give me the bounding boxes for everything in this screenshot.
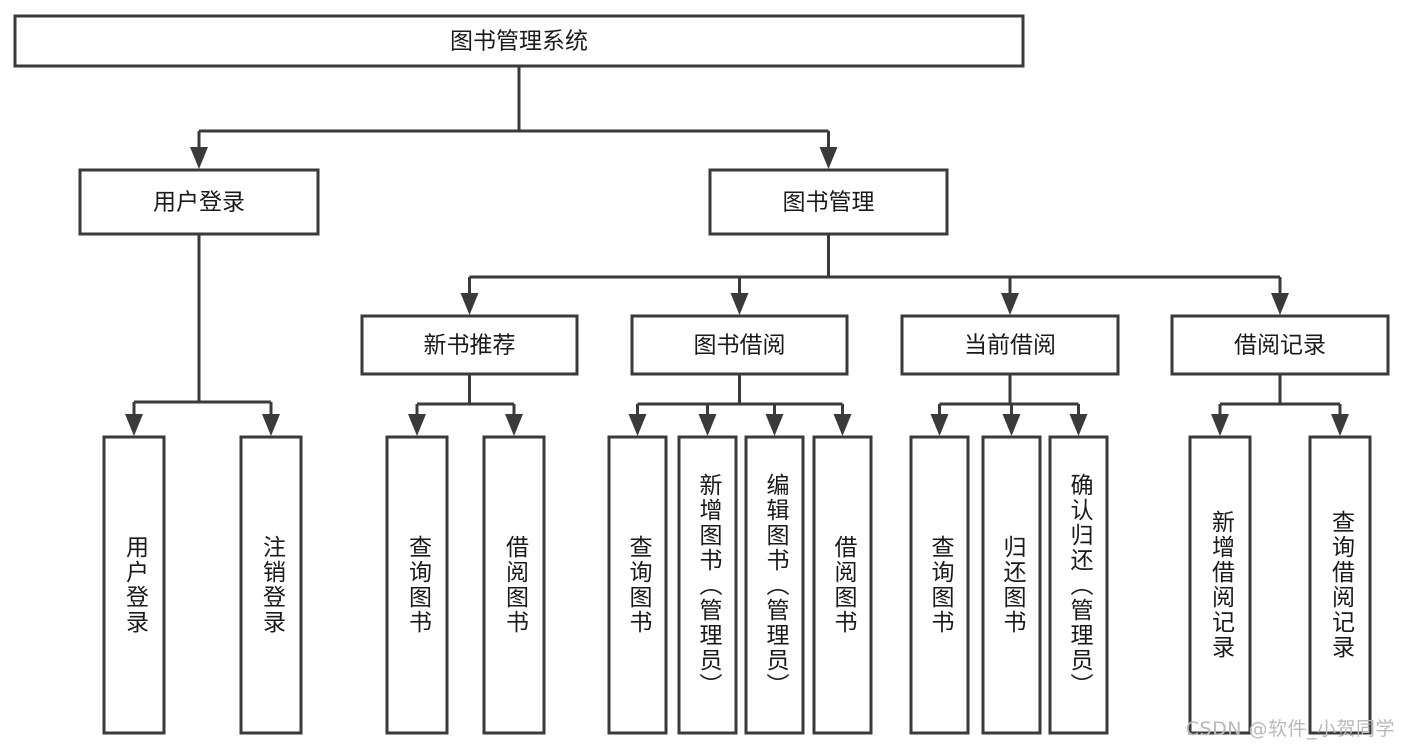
node-box-new-book-recommend[interactable]: [360, 314, 579, 376]
node-box-user-login[interactable]: [78, 168, 320, 236]
node-box-leaf-confirm-return[interactable]: [1048, 435, 1109, 735]
watermark-text: CSDN @软件_小贺同学: [1185, 718, 1395, 740]
node-box-leaf-add-record[interactable]: [1188, 435, 1252, 735]
node-label-borrow-record: 借阅记录: [1234, 333, 1326, 359]
node-label-root: 图书管理系统: [450, 29, 588, 55]
arrow-head-icon: [262, 414, 280, 436]
arrow-head-icon: [460, 293, 479, 315]
arrow-head-icon: [1002, 414, 1021, 436]
arrow-head-icon: [765, 414, 784, 436]
node-box-leaf-add-book[interactable]: [677, 435, 738, 735]
arrow-head-icon: [1211, 414, 1229, 436]
arrow-head-icon: [1331, 414, 1349, 436]
node-box-leaf-user-login[interactable]: [102, 435, 166, 735]
node-box-leaf-query-book-3[interactable]: [909, 435, 970, 735]
arrow-head-icon: [628, 414, 647, 436]
arrow-head-icon: [698, 414, 717, 436]
connectors-layer: [125, 66, 1349, 436]
node-label-book-borrow: 图书借阅: [694, 333, 786, 359]
node-box-leaf-logout[interactable]: [239, 435, 303, 735]
node-label-book-manage: 图书管理: [783, 190, 875, 216]
node-box-book-manage[interactable]: [708, 168, 949, 236]
arrow-head-icon: [408, 414, 426, 436]
node-box-leaf-query-book-1[interactable]: [385, 435, 449, 735]
arrow-head-icon: [1001, 293, 1019, 315]
arrow-head-icon: [833, 414, 852, 436]
arrow-head-icon: [125, 414, 143, 436]
node-box-leaf-query-record[interactable]: [1308, 435, 1372, 735]
node-box-leaf-borrow-book-2[interactable]: [812, 435, 873, 735]
node-label-new-book-recommend: 新书推荐: [424, 333, 516, 359]
node-box-book-borrow[interactable]: [630, 314, 849, 376]
arrow-head-icon: [730, 293, 749, 315]
arrow-head-icon: [1069, 414, 1088, 436]
node-box-borrow-record[interactable]: [1170, 314, 1390, 376]
arrow-head-icon: [190, 147, 208, 169]
arrow-head-icon: [930, 414, 949, 436]
arrow-head-icon: [819, 147, 838, 169]
boxes-layer: [13, 14, 1390, 735]
node-label-user-login: 用户登录: [153, 190, 245, 216]
node-box-leaf-return-book[interactable]: [981, 435, 1042, 735]
node-box-leaf-query-book-2[interactable]: [607, 435, 668, 735]
arrow-head-icon: [505, 414, 523, 436]
node-box-leaf-borrow-book-1[interactable]: [482, 435, 546, 735]
node-box-current-borrow[interactable]: [900, 314, 1120, 376]
node-box-root[interactable]: [13, 14, 1025, 68]
node-box-leaf-edit-book[interactable]: [744, 435, 805, 735]
node-label-current-borrow: 当前借阅: [964, 333, 1056, 359]
arrow-head-icon: [1271, 293, 1289, 315]
